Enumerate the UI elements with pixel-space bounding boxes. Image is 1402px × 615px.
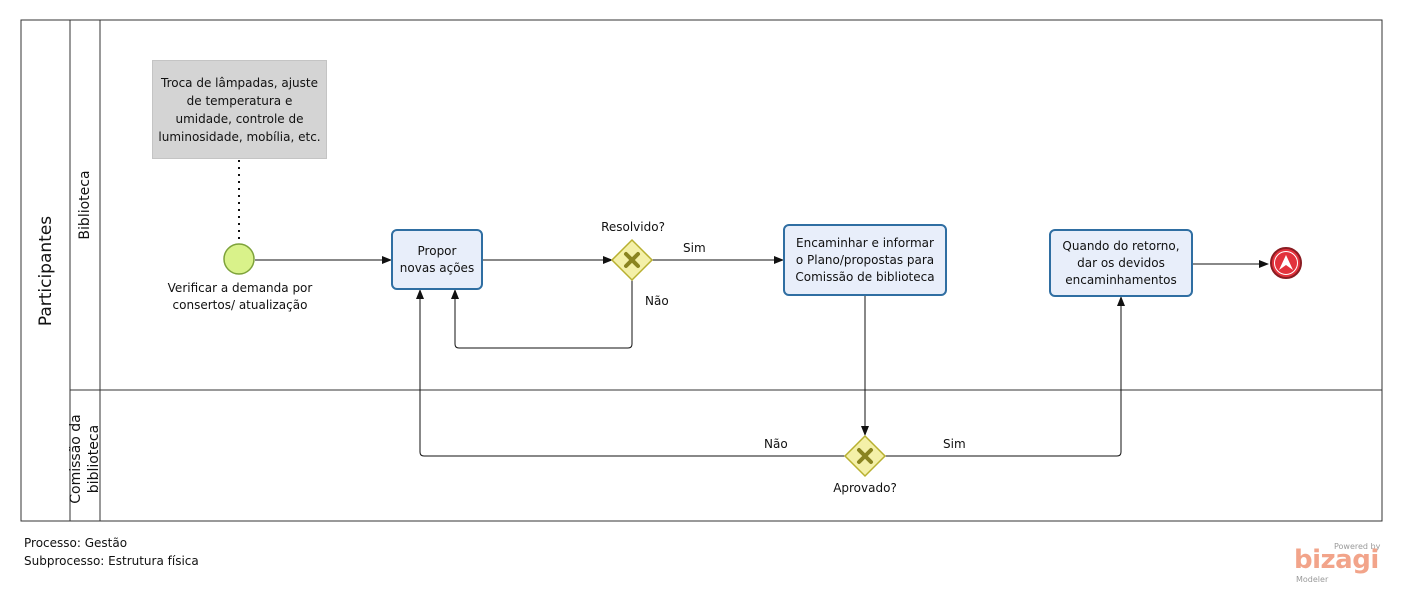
exclusive-x-icon xyxy=(857,448,873,464)
exclusive-x-icon xyxy=(624,252,640,268)
flow-aprovado-sim xyxy=(885,296,1125,457)
task-encaminhar-plano[interactable]: Encaminhar e informar o Plano/propostas … xyxy=(783,224,947,296)
footer-process: Processo: Gestão xyxy=(24,536,128,550)
flow-label-sim-resolvido: Sim xyxy=(683,241,706,255)
task-dar-encaminhamentos[interactable]: Quando do retorno, dar os devidos encami… xyxy=(1049,229,1193,297)
flow-label-sim-aprovado: Sim xyxy=(943,437,966,451)
start-event[interactable] xyxy=(223,243,255,275)
pool-label: Participantes xyxy=(36,215,56,327)
gateway-resolvido-label: Resolvido? xyxy=(601,220,665,234)
gateway-aprovado[interactable] xyxy=(843,434,887,478)
end-event-inner-ring xyxy=(1274,251,1298,275)
flow-aprovado-nao xyxy=(416,289,845,457)
escalation-icon xyxy=(1279,255,1293,270)
pool-frame xyxy=(20,19,1383,522)
flow-label-nao-resolvido: Não xyxy=(645,294,669,308)
brand-product: Modeler xyxy=(1296,575,1329,584)
start-event-label: Verificar a demanda por consertos/ atual… xyxy=(167,281,313,312)
gateway-aprovado-label: Aprovado? xyxy=(833,481,897,495)
lane-label-biblioteca: Biblioteca xyxy=(77,170,93,240)
lane-label-comissao: Comissão da biblioteca xyxy=(68,414,102,504)
flow-resolvido-nao xyxy=(451,280,633,349)
brand-powered-by: Powered by xyxy=(1334,542,1381,551)
footer-subprocess: Subprocesso: Estrutura física xyxy=(24,554,199,568)
bizagi-logo: bizagi xyxy=(1294,545,1379,575)
task-propor-novas-acoes[interactable]: Propor novas ações xyxy=(391,229,483,290)
gateway-resolvido[interactable] xyxy=(610,238,654,282)
text-annotation: Troca de lâmpadas, ajuste de temperatura… xyxy=(152,60,327,159)
flow-label-nao-aprovado: Não xyxy=(764,437,788,451)
